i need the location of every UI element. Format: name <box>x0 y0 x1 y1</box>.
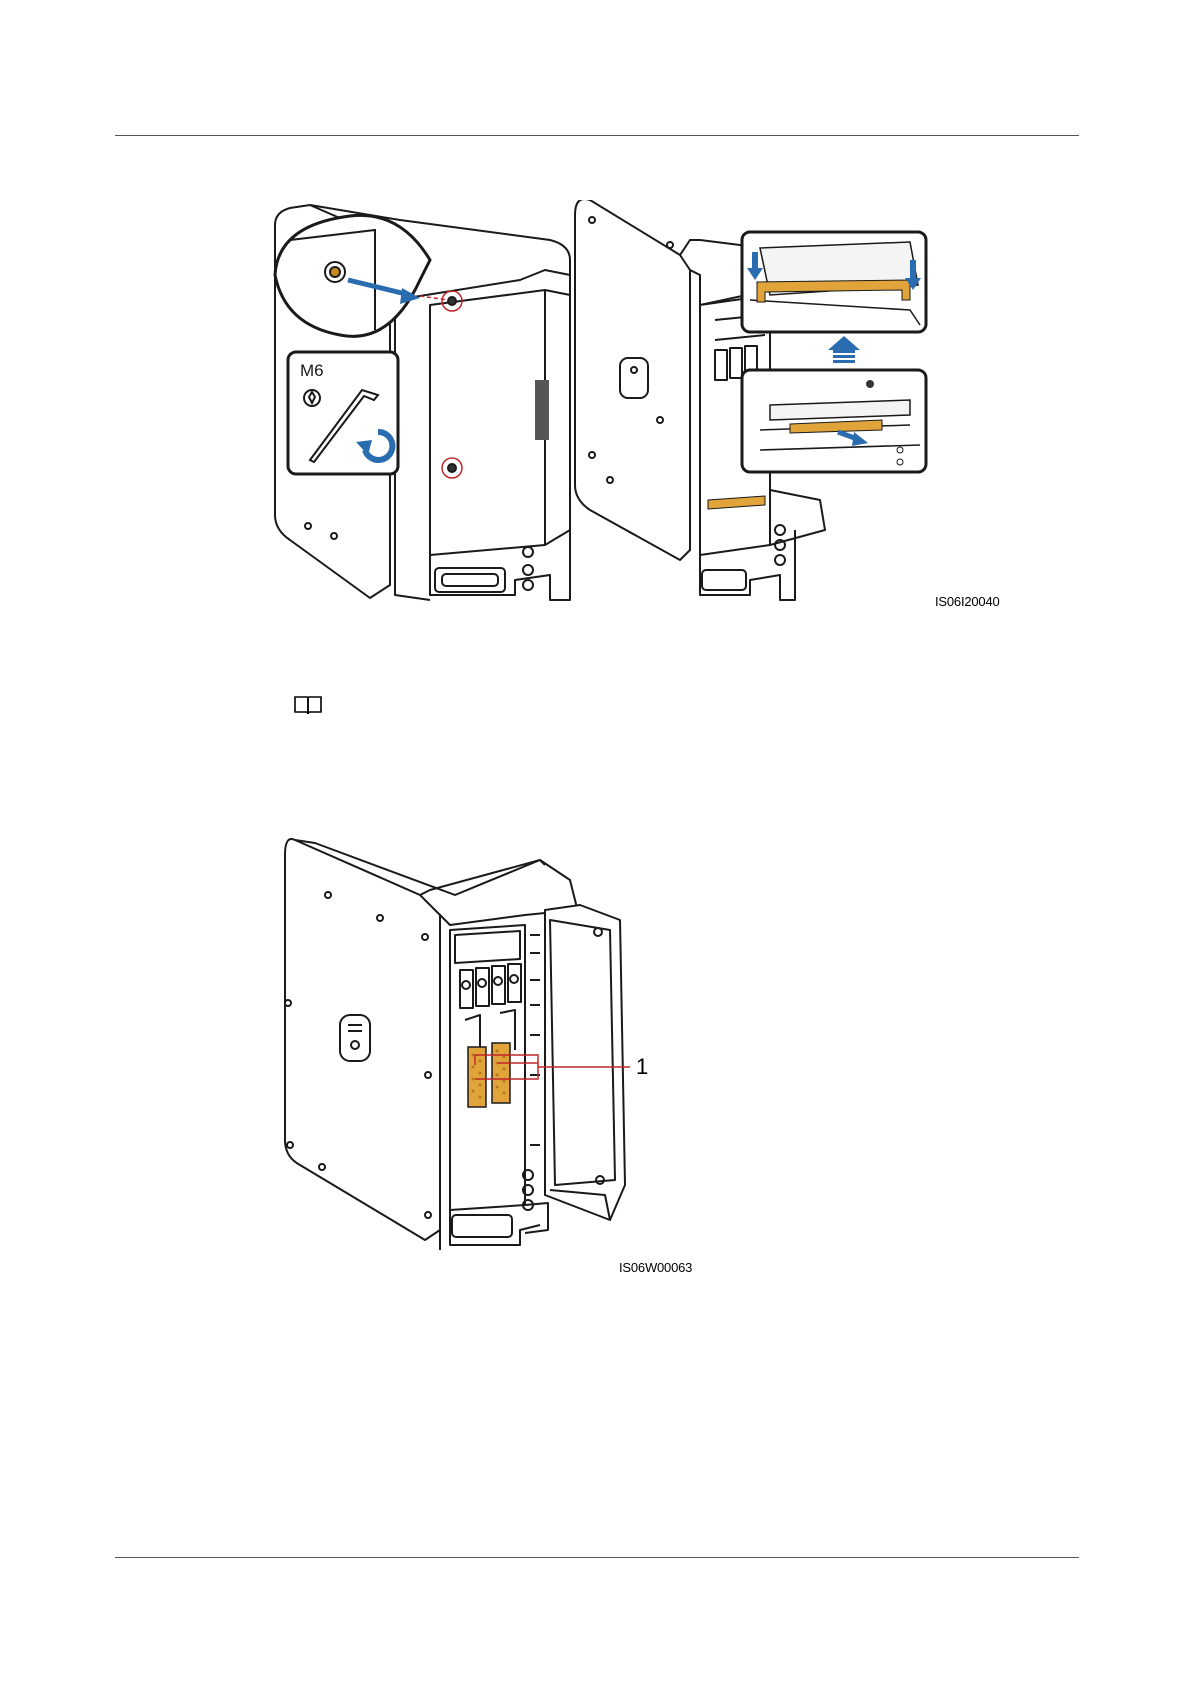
terminal-block-right <box>492 1043 510 1103</box>
right-unit-face <box>575 200 690 560</box>
header-rule <box>115 135 1079 136</box>
terminal-block-left <box>468 1047 486 1107</box>
footer-rule <box>115 1557 1079 1558</box>
inset-handle-bottom <box>742 370 926 472</box>
step-arrow-up <box>828 336 860 363</box>
callout-number: 1 <box>636 1054 648 1080</box>
inset-handle-top <box>742 232 926 332</box>
unit-face-panel <box>285 839 440 1240</box>
screw-size-label: M6 <box>300 361 324 380</box>
left-unit-cover <box>430 290 545 555</box>
book-icon <box>293 694 323 716</box>
figure-remove-cover: M6 <box>270 200 1010 620</box>
figure1-id-label: IS06I20040 <box>935 594 1000 609</box>
figure-open-unit <box>280 835 720 1250</box>
figure2-id-label: IS06W00063 <box>619 1260 692 1275</box>
